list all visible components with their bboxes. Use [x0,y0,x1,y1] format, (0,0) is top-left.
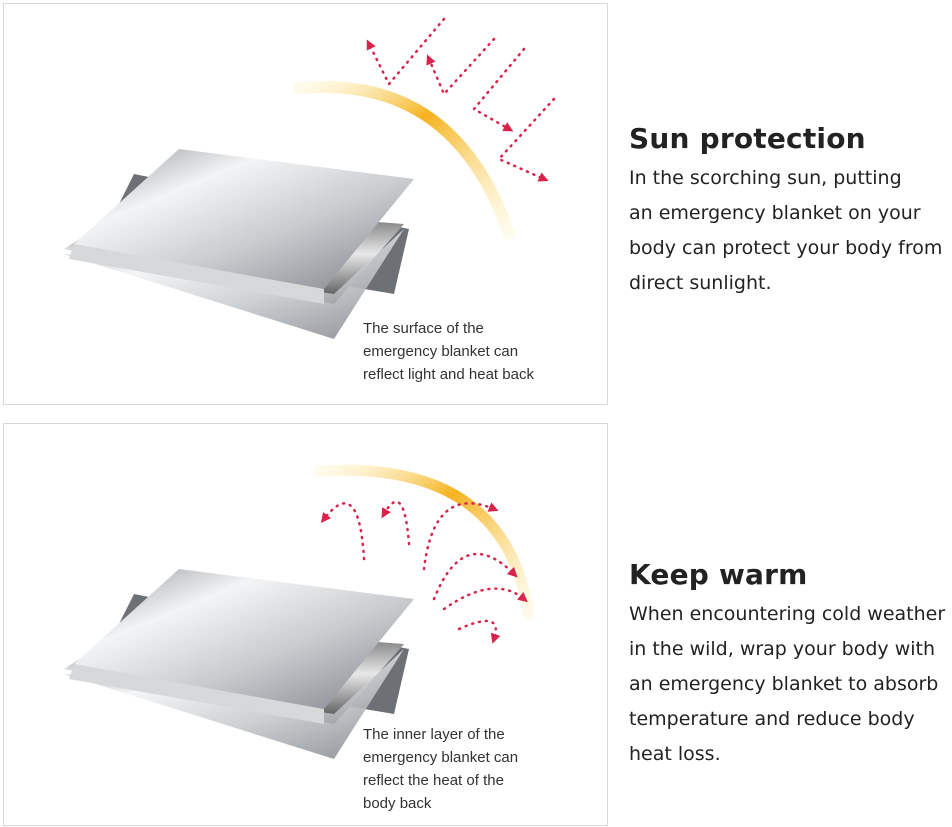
keep-warm-section: Keep warm When encountering cold weather… [629,558,952,772]
section-title: Sun protection [629,122,866,155]
keep-warm-illustration [64,464,535,759]
sun-protection-section: Sun protection In the scorching sun, put… [629,122,952,301]
section-title: Keep warm [629,558,808,591]
emergency-blanket-image [64,149,414,339]
section-body: When encountering cold weather in the wi… [629,603,946,765]
emergency-blanket-image [64,569,414,759]
panel-caption: The inner layer of the emergency blanket… [363,726,519,812]
sun-arc [293,80,515,240]
sun-protection-panel: The surface of the emergency blanket can… [3,3,608,405]
keep-warm-panel: The inner layer of the emergency blanket… [3,423,608,826]
sun-protection-illustration [64,17,556,339]
panel-caption: The surface of the emergency blanket can… [363,320,534,383]
sun-arc [313,464,535,620]
reflected-rays [366,17,556,182]
section-body: In the scorching sun, putting an emergen… [629,167,943,294]
inward-rays [320,500,528,644]
